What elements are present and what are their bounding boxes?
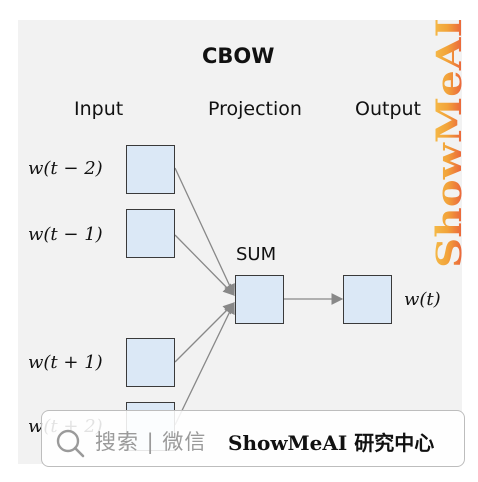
- diagram-panel: [18, 20, 462, 464]
- input-label-2: w(t − 1): [28, 224, 103, 245]
- projection-label: SUM: [236, 244, 277, 265]
- edge-input-1: [174, 167, 235, 297]
- input-box-3: [126, 338, 175, 387]
- output-label: w(t): [404, 289, 441, 310]
- search-icon[interactable]: [55, 428, 85, 458]
- diagram-title: CBOW: [202, 44, 275, 68]
- svg-text:ShowMeAI: ShowMeAI: [429, 18, 470, 268]
- input-label-3: w(t + 1): [28, 352, 103, 373]
- column-projection-label: Projection: [208, 98, 302, 120]
- input-box-1: [126, 145, 175, 194]
- projection-box: [235, 275, 284, 324]
- edge-input-3: [174, 302, 235, 363]
- search-label[interactable]: 搜索 | 微信: [95, 430, 207, 454]
- brand-label: ShowMeAI 研究中心: [228, 431, 435, 455]
- output-box: [343, 275, 392, 324]
- column-output-label: Output: [355, 98, 421, 120]
- search-bar[interactable]: [41, 410, 465, 467]
- edge-input-4: [174, 301, 235, 426]
- edge-input-2: [174, 234, 235, 296]
- showmeai-watermark: ShowMeAI: [429, 18, 470, 268]
- input-box-2: [126, 209, 175, 258]
- input-label-1: w(t − 2): [28, 158, 103, 179]
- column-input-label: Input: [74, 98, 124, 120]
